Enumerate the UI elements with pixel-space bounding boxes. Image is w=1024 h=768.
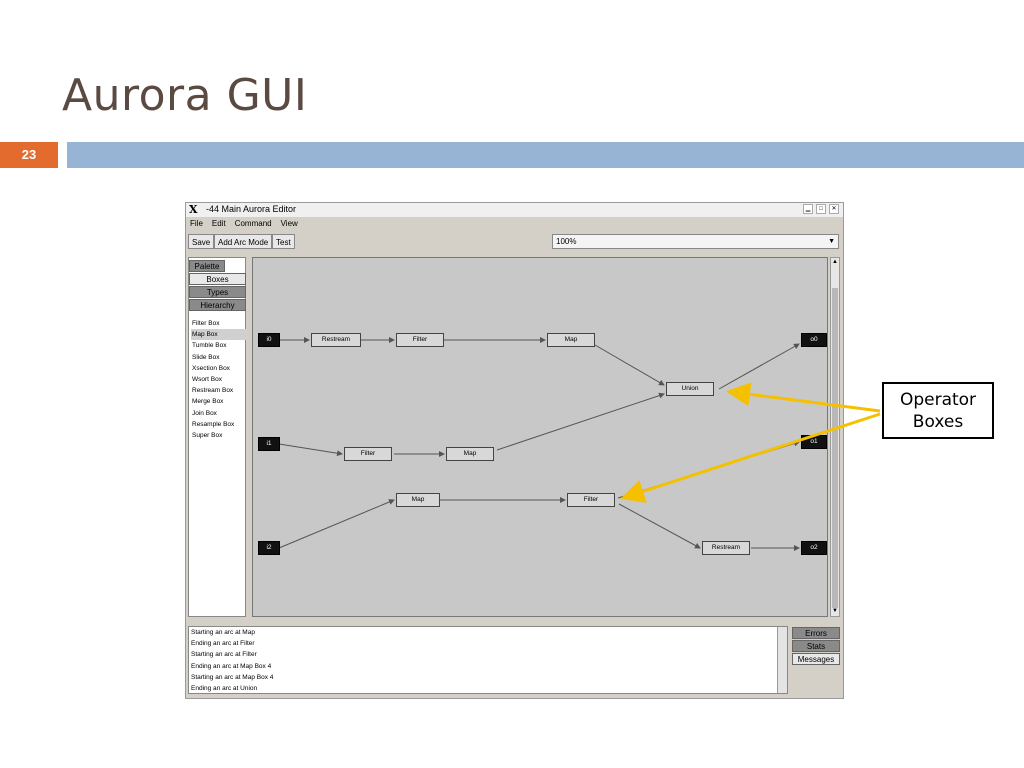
toolbar: Save Add Arc Mode Test 100% ▼: [186, 233, 843, 251]
list-item[interactable]: Tumble Box: [192, 342, 227, 350]
menu-file[interactable]: File: [190, 219, 203, 228]
save-button[interactable]: Save: [188, 234, 215, 249]
aurora-editor-window: X -44 Main Aurora Editor ▁ □ ✕ File Edit…: [185, 202, 844, 699]
list-item[interactable]: Wsort Box: [192, 375, 222, 383]
scroll-down-icon[interactable]: ▼: [832, 608, 838, 614]
menu-edit[interactable]: Edit: [211, 219, 226, 228]
callout-line1: Operator: [899, 389, 977, 410]
arc: [594, 344, 665, 386]
tab-messages[interactable]: Messages: [792, 653, 840, 665]
box-map[interactable]: Map: [446, 447, 494, 461]
arc: [278, 499, 395, 549]
input-port-i0[interactable]: i0: [258, 333, 280, 347]
minimize-icon[interactable]: ▁: [803, 204, 813, 214]
menu-view[interactable]: View: [280, 219, 298, 228]
log-line: Ending an arc at Map Box 4: [191, 662, 272, 670]
zoom-select[interactable]: 100% ▼: [552, 234, 839, 249]
list-item[interactable]: Map Box: [191, 329, 247, 341]
add-arc-mode-button[interactable]: Add Arc Mode: [214, 234, 273, 249]
list-item[interactable]: Xsection Box: [192, 364, 230, 372]
slide-number: 23: [0, 142, 58, 168]
log-line: Starting an arc at Filter: [191, 651, 257, 659]
output-port-o1[interactable]: o1: [801, 435, 827, 449]
tab-boxes[interactable]: Boxes: [189, 273, 246, 285]
arc-layer: [278, 337, 800, 551]
log-line: Ending an arc at Filter: [191, 640, 255, 648]
tab-palette[interactable]: Palette: [189, 260, 225, 272]
window-controls: ▁ □ ✕: [803, 204, 839, 214]
box-union[interactable]: Union: [666, 382, 714, 396]
box-filter[interactable]: Filter: [567, 493, 615, 507]
box-list: Filter Box Map Box Tumble Box Slide Box …: [191, 318, 247, 441]
box-map[interactable]: Map: [547, 333, 595, 347]
maximize-icon[interactable]: □: [816, 204, 826, 214]
operator-boxes-callout: Operator Boxes: [882, 382, 994, 439]
close-icon[interactable]: ✕: [829, 204, 839, 214]
log-scrollbar[interactable]: [777, 627, 787, 693]
list-item[interactable]: Merge Box: [192, 398, 224, 406]
test-button[interactable]: Test: [272, 234, 295, 249]
window-title: -44 Main Aurora Editor: [206, 204, 297, 214]
list-item[interactable]: Resample Box: [192, 420, 235, 428]
log-line: Starting an arc at Map: [191, 629, 255, 636]
canvas-scrollbar[interactable]: ▲ ▼: [830, 257, 840, 617]
box-restream[interactable]: Restream: [702, 541, 750, 555]
header-bar: [67, 142, 1024, 168]
message-log: Starting an arc at Map Ending an arc at …: [188, 626, 788, 694]
list-item[interactable]: Slide Box: [192, 353, 220, 361]
callout-line2: Boxes: [912, 411, 964, 432]
zoom-value: 100%: [556, 237, 577, 246]
box-filter[interactable]: Filter: [396, 333, 444, 347]
output-port-o2[interactable]: o2: [801, 541, 827, 555]
arc: [618, 503, 701, 549]
scroll-thumb[interactable]: [832, 288, 838, 608]
menu-bar: File Edit Command View: [186, 217, 843, 230]
tab-types[interactable]: Types: [189, 286, 246, 298]
arc: [718, 343, 800, 390]
title-bar: X -44 Main Aurora Editor ▁ □ ✕: [186, 203, 843, 217]
input-port-i2[interactable]: i2: [258, 541, 280, 555]
x-logo-icon: X: [189, 203, 198, 216]
tab-stats[interactable]: Stats: [792, 640, 840, 652]
output-port-o0[interactable]: o0: [801, 333, 827, 347]
arc: [278, 443, 343, 457]
box-restream[interactable]: Restream: [311, 333, 361, 347]
tab-errors[interactable]: Errors: [792, 627, 840, 639]
list-item[interactable]: Join Box: [192, 409, 217, 417]
scroll-up-icon[interactable]: ▲: [832, 259, 838, 265]
input-port-i1[interactable]: i1: [258, 437, 280, 451]
list-item[interactable]: Filter Box: [192, 320, 220, 327]
palette-panel: Palette Boxes Types Hierarchy Filter Box…: [188, 257, 247, 617]
editor-canvas[interactable]: i0 Restream Filter Map o0 Union i1 Filte…: [252, 257, 828, 617]
log-line: Starting an arc at Map Box 4: [191, 673, 274, 681]
chevron-down-icon: ▼: [828, 238, 835, 245]
arc: [496, 392, 665, 451]
tab-hierarchy[interactable]: Hierarchy: [189, 299, 246, 311]
menu-command[interactable]: Command: [234, 219, 272, 228]
box-filter[interactable]: Filter: [344, 447, 392, 461]
slide-title: Aurora GUI: [62, 70, 308, 121]
log-line: Ending an arc at Union: [191, 684, 258, 692]
box-map[interactable]: Map: [396, 493, 440, 507]
list-item[interactable]: Restream Box: [192, 387, 234, 395]
arc: [617, 440, 800, 499]
list-item[interactable]: Super Box: [192, 431, 223, 439]
